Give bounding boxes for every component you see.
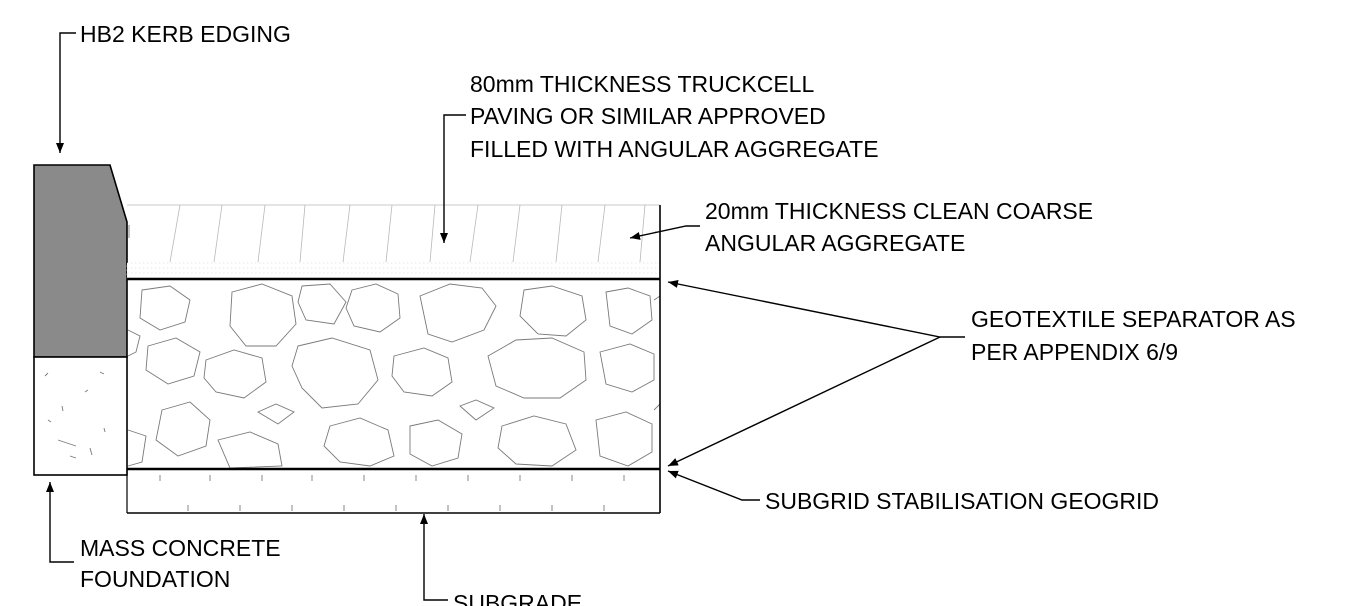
subgrade-leader — [420, 514, 448, 601]
foundation-label-line1: MASS CONCRETE — [80, 535, 281, 561]
foundation-label-line2: FOUNDATION — [80, 566, 230, 592]
subgrade-label: SUBGRADE — [453, 590, 582, 606]
aggregate-bedding-layer — [126, 262, 661, 279]
geogrid-leader — [667, 470, 760, 501]
aggregate-leader — [629, 225, 700, 240]
paving-label-line1: 80mm THICKNESS TRUCKCELL — [470, 71, 814, 97]
mass-concrete-foundation — [33, 356, 128, 476]
geotextile-label-line1: GEOTEXTILE SEPARATOR AS — [971, 306, 1296, 332]
kerb-leader — [56, 32, 76, 153]
foundation-leader — [46, 482, 74, 563]
foundation-speckle — [44, 371, 106, 459]
aggregate-label-line1: 20mm THICKNESS CLEAN COARSE — [705, 198, 1093, 224]
aggregate-label-line2: ANGULAR AGGREGATE — [705, 230, 965, 256]
subbase-stones — [127, 283, 661, 469]
geotextile-leader-bottom — [667, 336, 941, 467]
geotextile-label-line2: PER APPENDIX 6/9 — [971, 339, 1178, 365]
subgrade-ticks — [159, 475, 625, 511]
paving-label-line2: PAVING OR SIMILAR APPROVED — [470, 103, 826, 129]
geogrid-label: SUBGRID STABILISATION GEOGRID — [765, 488, 1159, 514]
truckcell-paving-layer — [127, 204, 660, 263]
paving-label-line3: FILLED WITH ANGULAR AGGREGATE — [470, 136, 879, 162]
kerb-label: HB2 KERB EDGING — [80, 21, 291, 47]
geotextile-leader-top — [667, 280, 965, 338]
kerb-edging — [33, 164, 128, 358]
paving-leader — [440, 114, 466, 243]
